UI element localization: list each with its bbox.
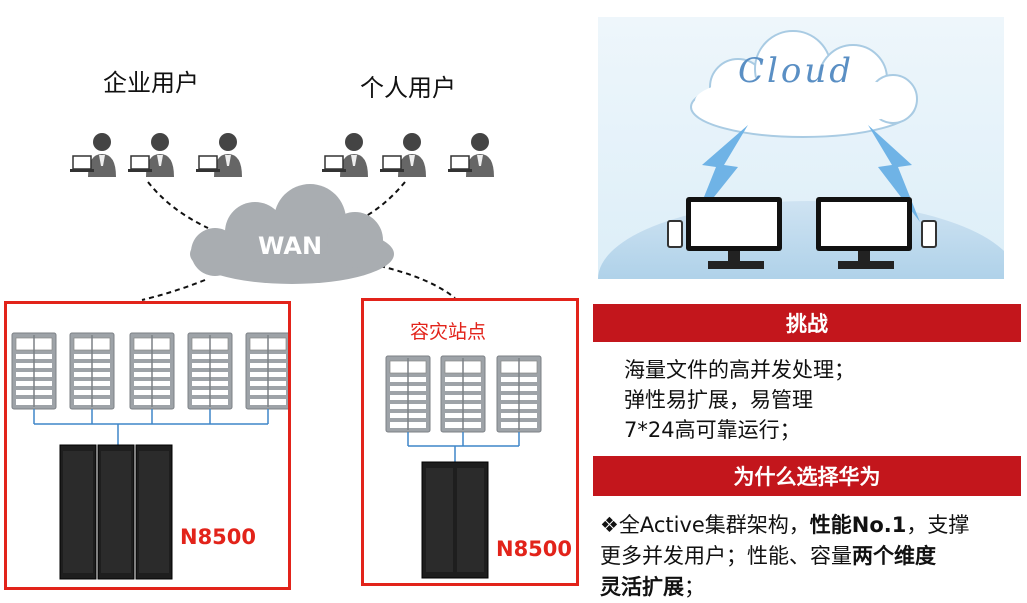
why-huawei-title-bar: 为什么选择华为 [593,456,1021,496]
personal-user-2 [379,133,426,177]
why-huawei-text: ❖全Active集群架构，性能No.1，支撑 更多并发用户；性能、容量两个维度 … [600,510,1020,603]
dr-site-box [361,298,579,586]
network-diagram [11,133,542,580]
challenge-title-bar: 挑战 [593,304,1021,342]
why-part-4: 更多并发用户；性能、容量 [600,544,852,568]
why-part-1: 全Active集群架构， [618,513,810,537]
dr-n8500-storage-icon [421,461,489,579]
cloud-icon [690,30,918,138]
cloud-illustration [598,17,1004,279]
why-part-2: 性能No.1 [809,513,907,537]
primary-site-box [4,301,291,590]
personal-user-3 [447,133,494,177]
challenge-item-2: 弹性易扩展，易管理 [624,388,813,412]
link-enterprise-wan [147,181,209,229]
dr-connections [407,432,520,462]
bullet-icon: ❖ [600,513,619,537]
wan-label: WAN [258,232,323,260]
wan-cloud-icon [190,184,394,284]
dr-site-title: 容灾站点 [410,321,487,343]
personal-users-label: 个人用户 [360,74,456,102]
challenge-item-1: 海量文件的高并发处理； [624,358,855,382]
primary-connections [33,409,269,445]
monitor-right-icon [816,197,937,269]
primary-storage-label: N8500 [180,525,257,549]
link-wan-dr [379,265,456,299]
challenge-item-3: 7*24高可靠运行； [624,418,801,442]
cloud-text: Cloud [738,51,855,91]
why-part-7: ； [684,575,705,599]
enterprise-user-3 [195,133,242,177]
why-part-3: ，支撑 [906,513,970,537]
why-part-5: 两个维度 [852,544,936,568]
why-part-6: 灵活扩展 [600,575,684,599]
enterprise-user-1 [69,133,116,177]
enterprise-users-label: 企业用户 [103,69,199,97]
enterprise-user-2 [127,133,174,177]
link-wan-primary [141,279,206,301]
monitor-left-icon [667,197,782,269]
personal-user-1 [321,133,368,177]
dr-storage-label: N8500 [496,537,573,561]
